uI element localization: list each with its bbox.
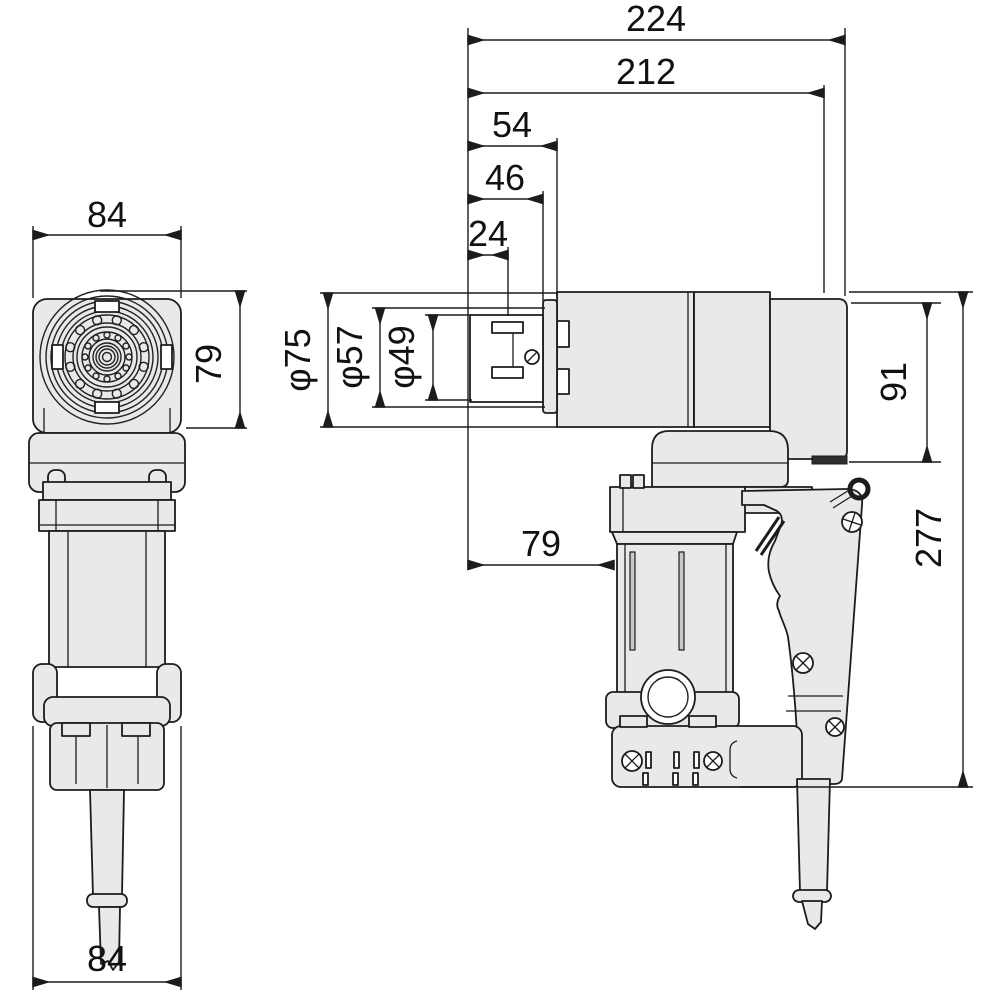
head-tab-top	[94, 300, 120, 313]
dim-label-54: 54	[492, 104, 532, 145]
head-tab-bottom	[94, 401, 120, 414]
vent-slot-right	[678, 551, 685, 651]
spline-lobes-inner	[81, 331, 133, 383]
dim-label-46: 46	[485, 157, 525, 198]
front-bottom-cap	[43, 696, 171, 727]
vent-slot-left	[629, 551, 636, 651]
barrel-mid-section	[693, 291, 771, 428]
cap-notch-left	[619, 715, 648, 728]
dim-label-224: 224	[626, 0, 686, 39]
cap-bracket-line	[729, 740, 738, 779]
motor-top-block	[609, 486, 746, 533]
cap-notch-right	[688, 715, 717, 728]
head-tab-left	[51, 344, 64, 370]
dim-label-79-front: 79	[188, 344, 229, 384]
pistol-grip-handle	[741, 488, 864, 785]
socket-head-rings	[39, 289, 175, 425]
socket-notch-top	[491, 321, 524, 334]
dimension-lines	[32, 34, 969, 988]
head-tab-right	[160, 344, 173, 370]
front-view	[28, 289, 186, 971]
handle-screw-mid-icon	[792, 652, 814, 674]
side-view	[469, 291, 871, 930]
dim-label-dia49: φ49	[381, 325, 422, 388]
handle-screw-top-icon	[841, 511, 863, 533]
nose-flange-ring	[542, 299, 558, 414]
dim-label-24: 24	[468, 213, 508, 254]
cord-tip	[801, 900, 823, 930]
motor-housing	[616, 543, 734, 695]
socket-notch-bottom	[491, 366, 524, 379]
front-motor-body	[48, 530, 166, 668]
chuck-notch-left	[61, 722, 91, 737]
front-spindle-tube	[89, 789, 125, 897]
dimensions: 224 212 54 46 24 φ75 φ57 φ49 91 277 79 8…	[32, 0, 973, 990]
front-plate	[42, 481, 172, 501]
trigger-lever	[754, 516, 786, 556]
chuck-notch-right	[121, 722, 151, 737]
cap-vent-slots	[642, 751, 700, 786]
casing-cutout-top	[556, 320, 570, 348]
dim-label-91: 91	[873, 362, 914, 402]
front-spindle-tip	[98, 906, 121, 971]
gear-case	[651, 430, 789, 488]
front-spindle-ring	[86, 893, 128, 908]
cap-screw-left-icon	[621, 750, 643, 772]
cord-boot	[796, 778, 831, 893]
nose-casing	[556, 291, 695, 428]
hanging-hook	[829, 477, 871, 509]
casing-cutout-bottom	[556, 368, 570, 395]
dim-label-212: 212	[616, 51, 676, 92]
bearing-boss	[640, 669, 696, 725]
motor-tab-2	[632, 474, 645, 489]
handle-screw-low-icon	[825, 717, 845, 737]
dim-label-277: 277	[908, 508, 949, 568]
dim-label-dia75: φ75	[277, 328, 318, 391]
dim-label-dia57: φ57	[329, 325, 370, 388]
dim-label-79-side: 79	[521, 523, 561, 564]
rear-latch-bar	[811, 455, 848, 465]
dim-label-84-bottom: 84	[87, 938, 127, 979]
motor-housing-band	[611, 531, 738, 545]
dim-label-84-top: 84	[87, 194, 127, 235]
front-collar	[38, 499, 176, 532]
slotted-screw-icon	[524, 349, 540, 365]
motor-tab-1	[619, 474, 632, 489]
cap-screw-right-icon	[703, 751, 723, 771]
